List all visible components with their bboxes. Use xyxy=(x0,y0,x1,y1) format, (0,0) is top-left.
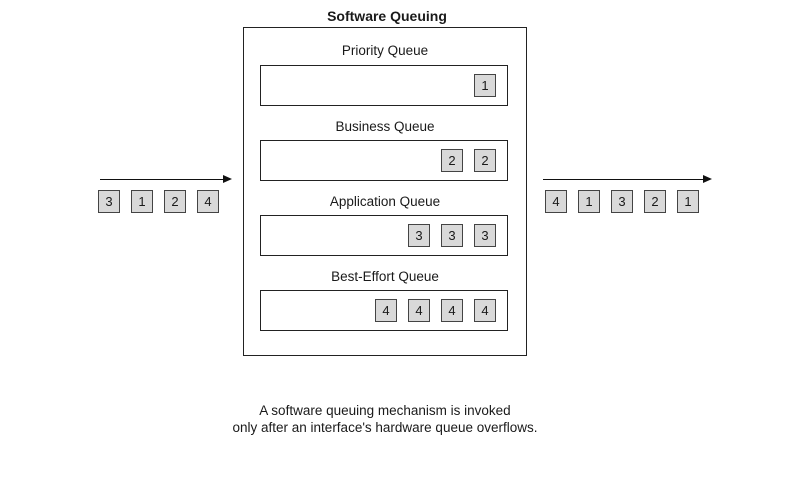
caption: A software queuing mechanism is invoked … xyxy=(200,402,570,436)
packet: 2 xyxy=(164,190,186,213)
packet: 2 xyxy=(644,190,666,213)
packet: 3 xyxy=(441,224,463,247)
packet: 2 xyxy=(474,149,496,172)
packet: 4 xyxy=(197,190,219,213)
packet: 4 xyxy=(474,299,496,322)
packet: 3 xyxy=(408,224,430,247)
packet: 1 xyxy=(677,190,699,213)
packet: 4 xyxy=(545,190,567,213)
packet: 1 xyxy=(474,74,496,97)
packet: 1 xyxy=(578,190,600,213)
best-effort-queue-label: Best-Effort Queue xyxy=(331,269,439,284)
packet: 4 xyxy=(408,299,430,322)
packet: 1 xyxy=(131,190,153,213)
diagram-title: Software Queuing xyxy=(327,8,447,24)
packet: 3 xyxy=(611,190,633,213)
packet: 4 xyxy=(375,299,397,322)
outgoing-arrow xyxy=(543,174,712,183)
business-queue-label: Business Queue xyxy=(335,119,435,134)
packet: 3 xyxy=(474,224,496,247)
packet: 2 xyxy=(441,149,463,172)
packet: 3 xyxy=(98,190,120,213)
application-queue-label: Application Queue xyxy=(329,194,441,209)
priority-queue: 1 xyxy=(260,65,508,106)
priority-queue-label: Priority Queue xyxy=(341,43,429,58)
caption-line-2: only after an interface's hardware queue… xyxy=(232,420,538,435)
packet: 4 xyxy=(441,299,463,322)
incoming-arrow xyxy=(100,174,232,183)
caption-line-1: A software queuing mechanism is invoked xyxy=(259,403,511,418)
